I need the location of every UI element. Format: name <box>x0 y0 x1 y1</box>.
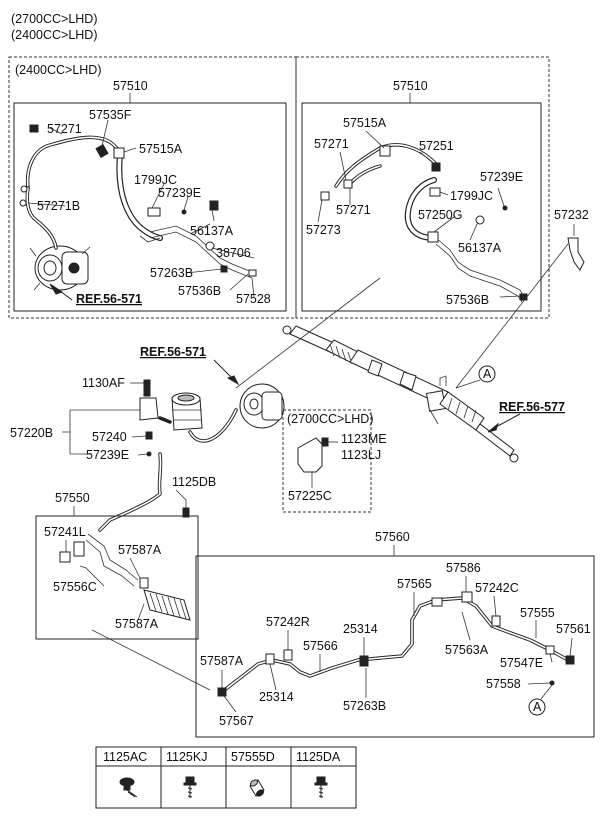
label-57263B-bottom: 57263B <box>343 699 386 713</box>
label-38706: 38706 <box>216 246 251 260</box>
label-57536B-left: 57536B <box>178 284 221 298</box>
oil-cooler-57550 <box>139 577 191 621</box>
label-57263B-left: 57263B <box>150 266 193 280</box>
label-57558: 57558 <box>486 677 521 691</box>
label-1123LJ: 1123LJ <box>341 448 381 462</box>
label-57271-right: 57271 <box>314 137 349 151</box>
label-57528: 57528 <box>236 292 271 306</box>
label-57565: 57565 <box>397 577 432 591</box>
reservoir-57220B <box>171 392 203 431</box>
label-1799JC-left: 1799JC <box>134 173 177 187</box>
bolt-flange-icon <box>119 777 138 798</box>
fastener-header-57555D: 57555D <box>231 750 275 764</box>
label-57239E-left: 57239E <box>158 186 201 200</box>
label-57535F: 57535F <box>89 108 132 122</box>
label-56137A-left: 56137A <box>190 224 234 238</box>
ref-56-571-mid[interactable]: REF.56-571 <box>140 345 206 359</box>
label-57225C: 57225C <box>288 489 332 503</box>
label-56137A-right: 56137A <box>458 241 502 255</box>
assembly-box-57560 <box>195 555 595 738</box>
label-57550: 57550 <box>55 491 90 505</box>
label-25314-1: 25314 <box>343 622 378 636</box>
label-1799JC-right: 1799JC <box>450 189 493 203</box>
power-steering-pump-mid <box>239 383 285 429</box>
label-25314-2: 25314 <box>259 690 294 704</box>
fastener-header-1125DA: 1125DA <box>296 750 341 764</box>
bushing-icon <box>249 779 265 797</box>
label-57555: 57555 <box>520 606 555 620</box>
label-57536B-right: 57536B <box>446 293 489 307</box>
screw-icon <box>314 776 328 798</box>
label-57271B: 57271B <box>37 199 80 213</box>
label-57240: 57240 <box>92 430 127 444</box>
assembly-box-left <box>13 102 287 312</box>
variant-box-2700cc <box>295 56 550 319</box>
label-57515A-right: 57515A <box>343 116 387 130</box>
label-57251: 57251 <box>419 139 454 153</box>
ref-56-571-left[interactable]: REF.56-571 <box>76 292 142 306</box>
label-57547E: 57547E <box>500 656 543 670</box>
callout-a-top[interactable] <box>478 365 496 383</box>
label-57271-right-2: 57271 <box>336 203 371 217</box>
variant-box-label: (2400CC>LHD) <box>15 63 102 77</box>
assembly-box-right <box>301 102 542 312</box>
label-57587A-3: 57587A <box>200 654 244 668</box>
label-57242C: 57242C <box>475 581 519 595</box>
fastener-header-1125AC: 1125AC <box>103 750 147 764</box>
label-1123ME: 1123ME <box>341 432 387 446</box>
label-57586: 57586 <box>446 561 481 575</box>
fastener-header-1125KJ: 1125KJ <box>166 750 207 764</box>
label-57241L: 57241L <box>44 525 86 539</box>
label-57567: 57567 <box>219 714 254 728</box>
label-57232: 57232 <box>554 208 589 222</box>
bracket-57225C <box>297 437 323 473</box>
bracket-box-label: (2700CC>LHD) <box>287 412 374 426</box>
fastener-table: 1125AC 1125KJ 57555D 1125DA <box>95 746 357 809</box>
assembly-box-57550 <box>35 515 199 640</box>
steering-gear-rack <box>282 325 519 463</box>
label-57510-left: 57510 <box>113 79 148 93</box>
bracket-57232 <box>567 237 585 271</box>
label-57556C: 57556C <box>53 580 97 594</box>
label-57587A-2: 57587A <box>115 617 159 631</box>
header-engine-2400: (2400CC>LHD) <box>11 28 98 42</box>
power-steering-pump-left <box>29 245 91 291</box>
callout-a-top-letter: A <box>483 367 492 381</box>
label-57271-left: 57271 <box>47 122 82 136</box>
label-57515A-left: 57515A <box>139 142 183 156</box>
label-57560: 57560 <box>375 530 410 544</box>
label-57273: 57273 <box>306 223 341 237</box>
label-57220B: 57220B <box>10 426 53 440</box>
header-engine-2700: (2700CC>LHD) <box>11 12 98 26</box>
label-57239E-mid: 57239E <box>86 448 129 462</box>
label-57561: 57561 <box>556 622 591 636</box>
label-57239E-right: 57239E <box>480 170 523 184</box>
label-1125DB: 1125DB <box>172 475 216 489</box>
label-57250G: 57250G <box>418 208 462 222</box>
bolt-icon <box>183 776 197 798</box>
callout-a-bottom-letter: A <box>533 700 542 714</box>
label-57587A-1: 57587A <box>118 543 162 557</box>
label-57510-right: 57510 <box>393 79 428 93</box>
label-57566: 57566 <box>303 639 338 653</box>
label-57242R: 57242R <box>266 615 310 629</box>
ref-56-577[interactable]: REF.56-577 <box>499 400 565 414</box>
callout-a-bottom[interactable] <box>528 698 546 716</box>
label-57563A: 57563A <box>445 643 489 657</box>
label-1130AF: 1130AF <box>82 376 125 390</box>
